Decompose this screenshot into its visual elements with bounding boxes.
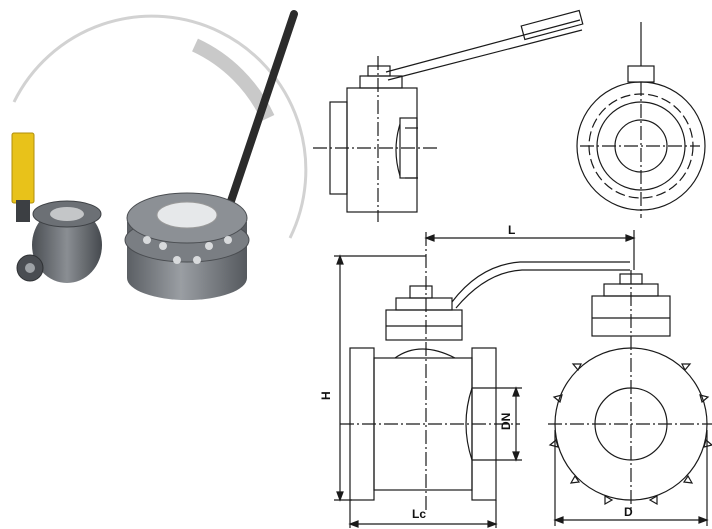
small-valve-bore xyxy=(50,207,84,221)
large-valve-photo xyxy=(124,10,298,300)
flange-bolt xyxy=(205,242,213,250)
small-valve-photo xyxy=(11,132,102,283)
dimension-label-DN: DN xyxy=(499,413,513,430)
flange-bolt xyxy=(159,242,167,250)
handle-stem xyxy=(16,200,30,222)
decorative-arc xyxy=(12,14,308,239)
flange-bolt xyxy=(143,236,151,244)
flange-bolt xyxy=(224,236,232,244)
dimension-label-Lc: Lc xyxy=(412,507,426,521)
dimension-label-L: L xyxy=(508,223,515,237)
small-valve-bolt xyxy=(25,263,35,273)
front-lever-outline xyxy=(451,261,630,303)
small-valve-body xyxy=(32,207,102,283)
dimension-label-H: H xyxy=(319,391,333,400)
top-side-view-drawing xyxy=(313,9,584,222)
flange-bolt xyxy=(193,256,201,264)
front-end-view-drawing xyxy=(548,270,712,526)
top-end-view-drawing xyxy=(576,22,706,218)
top-lever-outline xyxy=(385,19,581,73)
yellow-handle xyxy=(11,132,35,204)
front-view-drawing xyxy=(334,230,636,528)
black-lever xyxy=(224,10,298,214)
flange-bolt xyxy=(173,256,181,264)
large-valve-bore xyxy=(156,201,218,229)
dimension-label-D: D xyxy=(624,505,633,519)
valve-photo-group xyxy=(11,10,308,300)
